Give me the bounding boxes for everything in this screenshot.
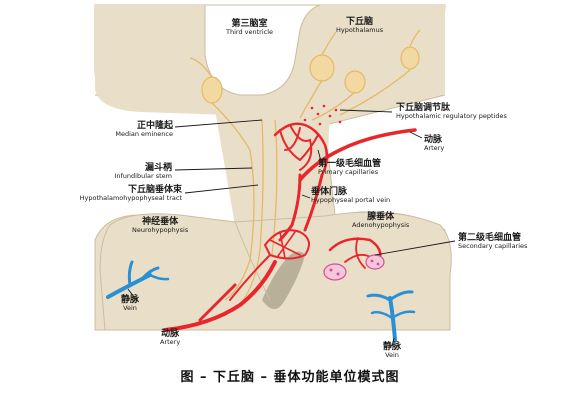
artery-network (163, 122, 417, 332)
portal-vein (278, 173, 302, 242)
neuron-cell (309, 54, 335, 82)
leader-lines (127, 109, 456, 347)
axons (189, 29, 421, 311)
superior-artery (298, 128, 417, 182)
peptide-dots (303, 104, 342, 126)
neuron-cell (400, 46, 420, 70)
neuron-cell (344, 70, 366, 94)
neuron-cell (201, 76, 223, 104)
tissue-boundary (234, 221, 271, 301)
figure-caption: 图 – 下丘脑 – 垂体功能单位模式图 (180, 370, 400, 385)
vein-right (366, 290, 416, 342)
vein-left (106, 260, 170, 299)
hormone-cell (323, 263, 347, 281)
pituitary-body (99, 211, 452, 331)
hormone-cells (323, 254, 385, 281)
inferior-artery (163, 260, 277, 332)
hormone-cell (365, 254, 385, 270)
pituitary-cleft (262, 251, 305, 309)
